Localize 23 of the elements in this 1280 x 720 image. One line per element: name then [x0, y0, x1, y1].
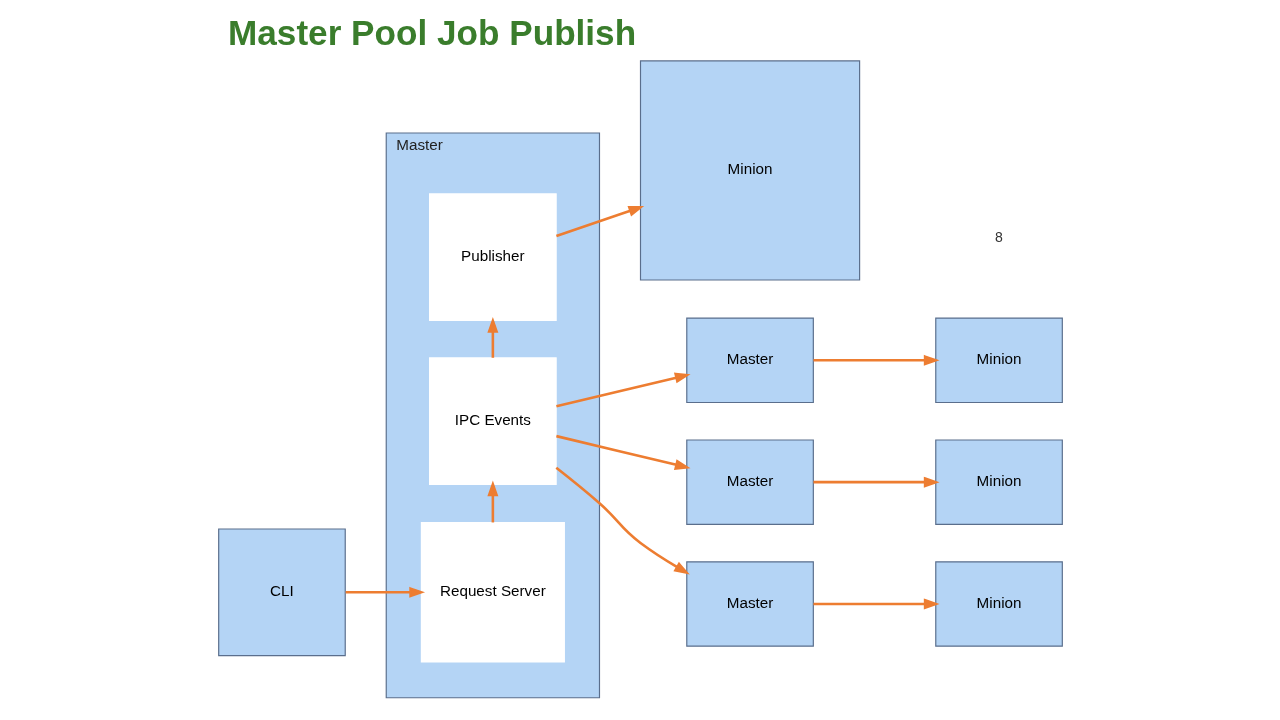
node-box: CLI [217, 528, 346, 657]
label: 8 [994, 229, 1003, 246]
node-box: IPC Events [428, 357, 557, 486]
diagram-title: Master Pool Job Publish [227, 12, 636, 52]
node-box: Minion [934, 317, 1063, 404]
arrow [555, 466, 690, 575]
node-box: Master [685, 317, 814, 404]
node-box: Master [685, 561, 814, 647]
node-box: Minion [934, 439, 1063, 525]
node-box: Minion [934, 561, 1063, 647]
arrow [555, 434, 691, 470]
arrow [555, 372, 691, 408]
arrow [555, 205, 644, 238]
arrow [812, 354, 940, 366]
arrow [486, 480, 498, 523]
arrow [812, 476, 940, 488]
arrow [486, 316, 498, 358]
node-box: Request Server [420, 522, 565, 663]
node-box: Master [685, 439, 814, 525]
arrow [812, 598, 940, 610]
arrow [345, 586, 425, 598]
node-box: Publisher [428, 193, 557, 322]
node-box: Minion [639, 60, 860, 281]
